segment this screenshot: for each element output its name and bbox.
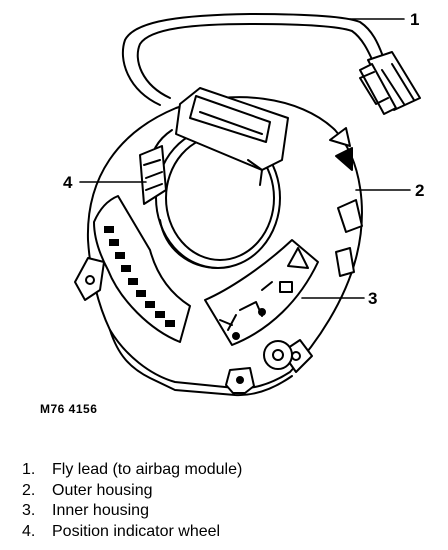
fly-lead <box>121 13 421 115</box>
top-connector <box>175 87 289 186</box>
legend-number: 4. <box>22 522 36 540</box>
legend-item: 4. Position indicator wheel <box>22 522 242 543</box>
callout-4: 4 <box>63 173 73 192</box>
legend-text: Position indicator wheel <box>52 522 221 540</box>
legend: 1. Fly lead (to airbag module) 2. Outer … <box>22 460 242 542</box>
round-fitting <box>263 340 293 370</box>
figure-code: M76 4156 <box>40 402 98 416</box>
legend-item: 3. Inner housing <box>22 501 242 522</box>
legend-number: 1. <box>22 461 36 478</box>
inner-housing-face <box>204 239 319 346</box>
legend-text: Outer housing <box>52 481 153 499</box>
legend-item: 2. Outer housing <box>22 481 242 502</box>
legend-text: Fly lead (to airbag module) <box>52 461 243 478</box>
housing-label-face <box>93 195 191 343</box>
rotary-coupler-diagram <box>74 13 421 397</box>
callout-1: 1 <box>410 10 420 29</box>
fly-lead-connector <box>359 51 421 115</box>
legend-text: Inner housing <box>52 502 149 519</box>
position-indicator-wheel <box>139 145 167 205</box>
callout-2: 2 <box>415 181 425 200</box>
legend-item: 1. Fly lead (to airbag module) <box>22 460 242 481</box>
legend-number: 2. <box>22 481 36 499</box>
legend-number: 3. <box>22 502 36 519</box>
leader-lines <box>79 18 411 299</box>
callout-3: 3 <box>368 289 378 308</box>
